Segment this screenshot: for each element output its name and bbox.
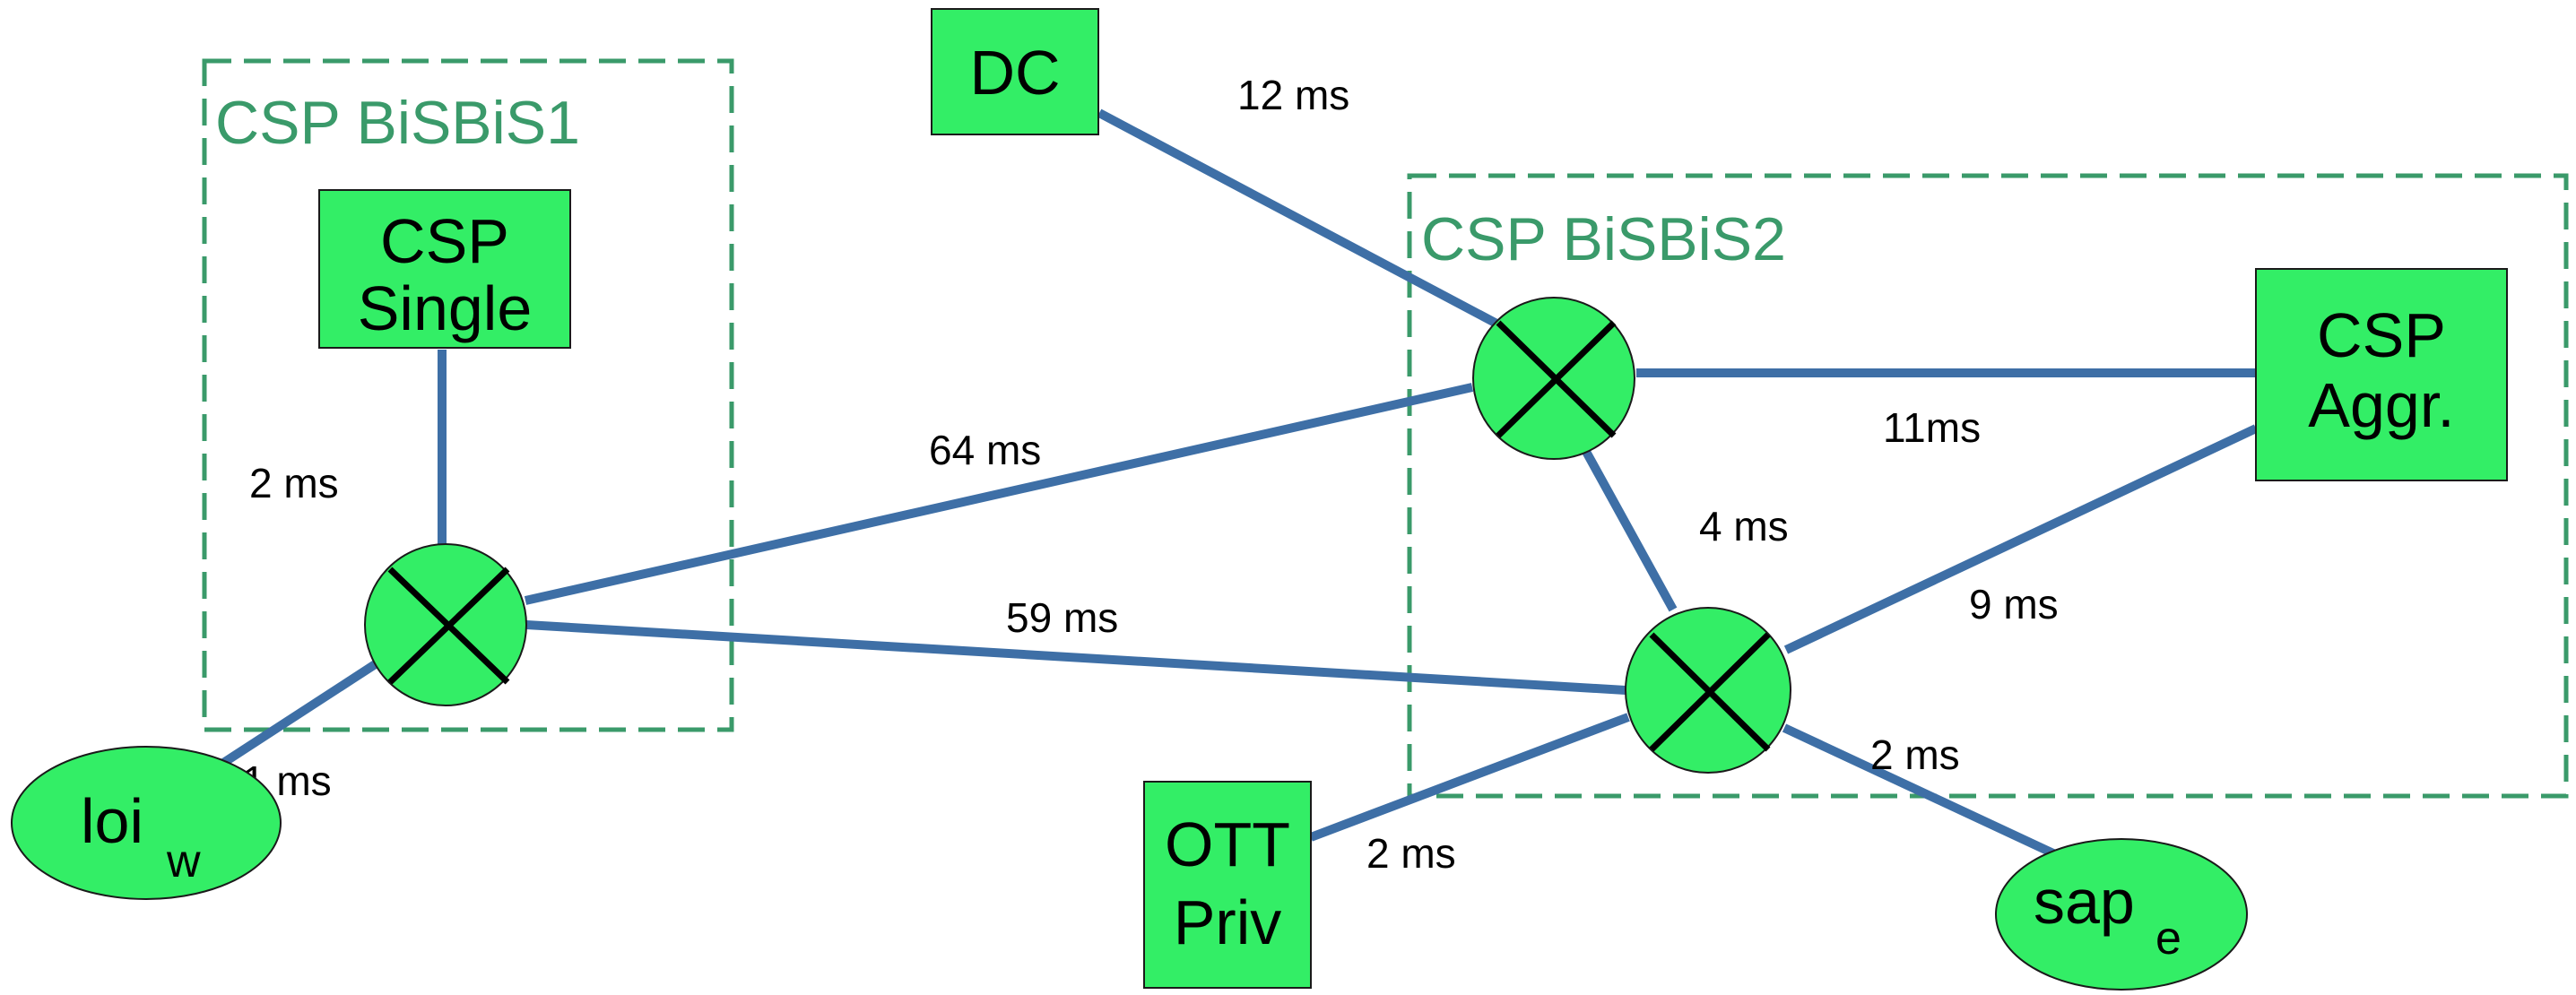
node-loi-w-subscript: w bbox=[166, 835, 201, 887]
bisbis1-box bbox=[202, 58, 734, 732]
node-loi-w-label: loi bbox=[81, 786, 143, 856]
latency-sw2-sw3: 4 ms bbox=[1699, 503, 1789, 549]
node-ott-priv-line2: Priv bbox=[1174, 887, 1282, 957]
node-loi-w[interactable]: loi w bbox=[11, 746, 282, 900]
switch-x-line-b bbox=[1496, 320, 1617, 438]
node-csp-aggr-box bbox=[2255, 268, 2508, 481]
node-csp-single-line2: Single bbox=[358, 273, 533, 343]
node-csp-aggr[interactable]: CSP Aggr. bbox=[2255, 268, 2508, 481]
latency-sw3-aggr: 9 ms bbox=[1969, 581, 2059, 627]
switch-sw3[interactable] bbox=[1625, 607, 1791, 774]
switch-x-line-b bbox=[1649, 632, 1771, 752]
link-sw1-sw3 bbox=[525, 620, 1626, 695]
latency-sw2-aggr: 11ms bbox=[1883, 404, 1981, 451]
latency-sw1-sw3: 59 ms bbox=[1006, 594, 1118, 641]
link-dc-sw2 bbox=[1097, 108, 1518, 338]
latency-sw1-sw2: 64 ms bbox=[929, 427, 1041, 473]
node-ott-priv-line1: OTT bbox=[1165, 809, 1290, 879]
latency-dc-sw2: 12 ms bbox=[1237, 72, 1349, 118]
bisbis2-box bbox=[1407, 173, 2569, 799]
node-loi-w-ellipse bbox=[11, 746, 282, 900]
link-sw3-aggr bbox=[1783, 424, 2259, 654]
link-sw3-sap bbox=[1782, 723, 2056, 858]
link-loi-sw1 bbox=[195, 659, 379, 784]
latency-sw3-sap: 2 ms bbox=[1870, 731, 1960, 778]
switch-sw1[interactable] bbox=[364, 543, 527, 706]
node-sap-e-label: sap bbox=[2034, 867, 2135, 937]
node-csp-single-line1: CSP bbox=[380, 206, 509, 276]
switch-sw2[interactable] bbox=[1472, 297, 1635, 460]
links bbox=[195, 108, 2259, 858]
node-sap-e[interactable]: sap e bbox=[1995, 838, 2248, 991]
latency-labels: 12 ms 2 ms 64 ms 11ms 4 ms 59 ms 9 ms 1 … bbox=[242, 72, 2059, 877]
node-ott-priv[interactable]: OTT Priv bbox=[1143, 781, 1312, 989]
node-sap-e-ellipse bbox=[1995, 838, 2248, 991]
node-dc-label: DC bbox=[969, 38, 1060, 108]
node-csp-single-box bbox=[318, 189, 571, 349]
node-dc-box bbox=[931, 8, 1099, 135]
node-ott-priv-box bbox=[1143, 781, 1312, 989]
node-dc[interactable]: DC bbox=[931, 8, 1099, 135]
latency-single-sw1: 2 ms bbox=[249, 460, 339, 506]
link-sw2-sw3 bbox=[1581, 447, 1678, 612]
node-csp-aggr-line2: Aggr. bbox=[2308, 370, 2454, 440]
node-csp-single[interactable]: CSP Single bbox=[318, 189, 571, 349]
latency-ott-sw3: 2 ms bbox=[1366, 830, 1456, 877]
node-csp-aggr-line1: CSP bbox=[2317, 300, 2446, 370]
node-sap-e-subscript: e bbox=[2155, 913, 2181, 965]
switch-x-line-b bbox=[387, 567, 510, 685]
bisbis1-group: CSP BiSBiS1 bbox=[202, 58, 734, 732]
bisbis2-group: CSP BiSBiS2 bbox=[1407, 173, 2569, 799]
link-sw1-sw2 bbox=[524, 383, 1474, 605]
bisbis1-title: CSP BiSBiS1 bbox=[215, 89, 580, 157]
link-ott-sw3 bbox=[1309, 713, 1630, 842]
bisbis2-title: CSP BiSBiS2 bbox=[1421, 205, 1786, 273]
